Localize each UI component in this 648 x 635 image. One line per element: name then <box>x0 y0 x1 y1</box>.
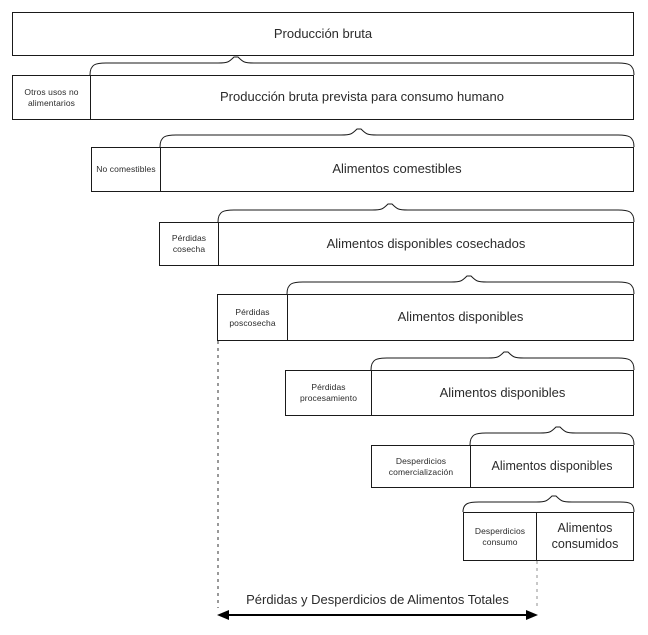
box-produccion-bruta-prevista: Producción bruta prevista para consumo h… <box>91 76 633 119</box>
brace-3 <box>217 203 635 223</box>
row-alimentos-comestibles: No comestibles Alimentos comestibles <box>91 147 634 192</box>
brace-5 <box>370 351 635 371</box>
box-desperdicios-comercializacion: Desperdicios comercialización <box>372 446 471 487</box>
brace-4 <box>286 275 635 295</box>
total-arrow <box>217 610 538 620</box>
row-alimentos-disponibles-cosechados: Pérdidas cosecha Alimentos disponibles c… <box>159 222 634 266</box>
box-alimentos-consumidos: Alimentos consumidos <box>537 513 633 560</box>
total-losses-label: Pérdidas y Desperdicios de Alimentos Tot… <box>246 592 509 607</box>
brace-7 <box>462 495 635 513</box>
row-alimentos-consumidos: Desperdicios consumo Alimentos consumido… <box>463 512 634 561</box>
row-alimentos-disponibles-comercializacion: Desperdicios comercialización Alimentos … <box>371 445 634 488</box>
row-produccion-prevista: Otros usos no alimentarios Producción br… <box>12 75 634 120</box>
box-alimentos-disponibles-poscosecha: Alimentos disponibles <box>288 295 633 340</box>
box-produccion-bruta: Producción bruta <box>13 13 633 55</box>
row-produccion-bruta: Producción bruta <box>12 12 634 56</box>
brace-1 <box>89 56 635 76</box>
box-alimentos-disponibles-cosechados: Alimentos disponibles cosechados <box>219 223 633 265</box>
row-alimentos-disponibles-poscosecha: Pérdidas poscosecha Alimentos disponible… <box>217 294 634 341</box>
box-perdidas-poscosecha: Pérdidas poscosecha <box>218 295 288 340</box>
box-alimentos-disponibles-comercializacion: Alimentos disponibles <box>471 446 633 487</box>
brace-6 <box>469 426 635 446</box>
box-perdidas-procesamiento: Pérdidas procesamiento <box>286 371 372 415</box>
brace-2 <box>159 128 635 148</box>
row-alimentos-disponibles-procesamiento: Pérdidas procesamiento Alimentos disponi… <box>285 370 634 416</box>
box-desperdicios-consumo: Desperdicios consumo <box>464 513 537 560</box>
box-no-comestibles: No comestibles <box>92 148 161 191</box>
box-alimentos-disponibles-procesamiento: Alimentos disponibles <box>372 371 633 415</box>
box-perdidas-cosecha: Pérdidas cosecha <box>160 223 219 265</box>
box-alimentos-comestibles: Alimentos comestibles <box>161 148 633 191</box>
box-otros-usos-no-alimentarios: Otros usos no alimentarios <box>13 76 91 119</box>
